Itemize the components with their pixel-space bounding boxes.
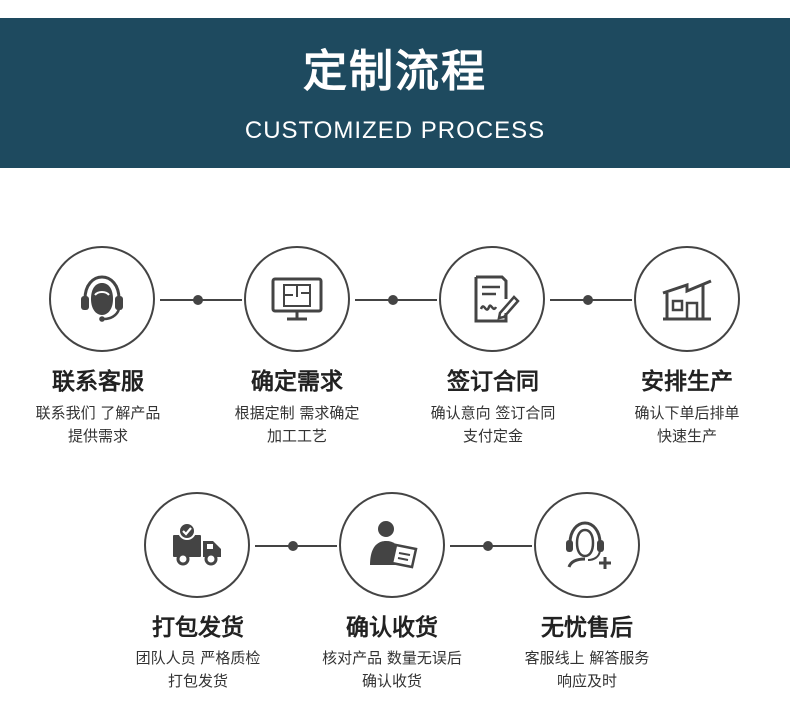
- step-2-circle: [244, 246, 350, 352]
- step-4-desc: 确认下单后排单: [634, 404, 740, 422]
- step-4-circle: [634, 246, 740, 352]
- step-2-title: 确定需求: [251, 369, 343, 395]
- connector-dot: [388, 295, 398, 305]
- factory-icon: [662, 279, 712, 321]
- step-1-title: 联系客服: [52, 369, 144, 395]
- step-1-circle: [49, 246, 155, 352]
- step-5-title: 打包发货: [152, 615, 244, 641]
- step-7-desc: 客服线上 解答服务: [524, 649, 650, 667]
- monitor-blueprint-icon: [271, 277, 323, 321]
- delivery-truck-icon: [173, 522, 221, 566]
- step-6-desc: 核对产品 数量无误后: [322, 649, 462, 667]
- step-5-circle: [144, 492, 250, 598]
- step-3-desc: 确认意向 签订合同: [430, 404, 556, 422]
- step-4-desc-2: 快速生产: [656, 427, 717, 445]
- step-5-desc-2: 打包发货: [167, 672, 228, 690]
- person-checking-icon: [370, 521, 418, 569]
- step-3-title: 签订合同: [447, 369, 539, 395]
- step-7-title: 无忧售后: [541, 615, 633, 641]
- headset-icon: [81, 275, 123, 322]
- page-subtitle: CUSTOMIZED PROCESS: [244, 117, 546, 144]
- contract-sign-icon: [474, 275, 520, 323]
- page-title: 定制流程: [303, 46, 487, 97]
- step-1-desc-2: 提供需求: [67, 427, 128, 445]
- step-3-desc-2: 支付定金: [462, 427, 523, 445]
- step-7-desc-2: 响应及时: [556, 672, 617, 690]
- step-2-desc: 根据定制 需求确定: [234, 404, 360, 422]
- step-6-desc-2: 确认收货: [361, 672, 422, 690]
- header-banner: 定制流程 CUSTOMIZED PROCESS: [0, 18, 790, 168]
- step-6-circle: [339, 492, 445, 598]
- connector-dot: [483, 541, 493, 551]
- step-1-desc: 联系我们 了解产品: [35, 404, 161, 422]
- step-5-desc: 团队人员 严格质检: [135, 649, 261, 667]
- step-2-desc-2: 加工工艺: [266, 427, 327, 445]
- step-7-circle: [534, 492, 640, 598]
- step-3-circle: [439, 246, 545, 352]
- step-4-title: 安排生产: [641, 369, 733, 395]
- connector-dot: [288, 541, 298, 551]
- step-6-title: 确认收货: [346, 615, 438, 641]
- connector-dot: [193, 295, 203, 305]
- connector-dot: [583, 295, 593, 305]
- support-agent-icon: [566, 521, 611, 569]
